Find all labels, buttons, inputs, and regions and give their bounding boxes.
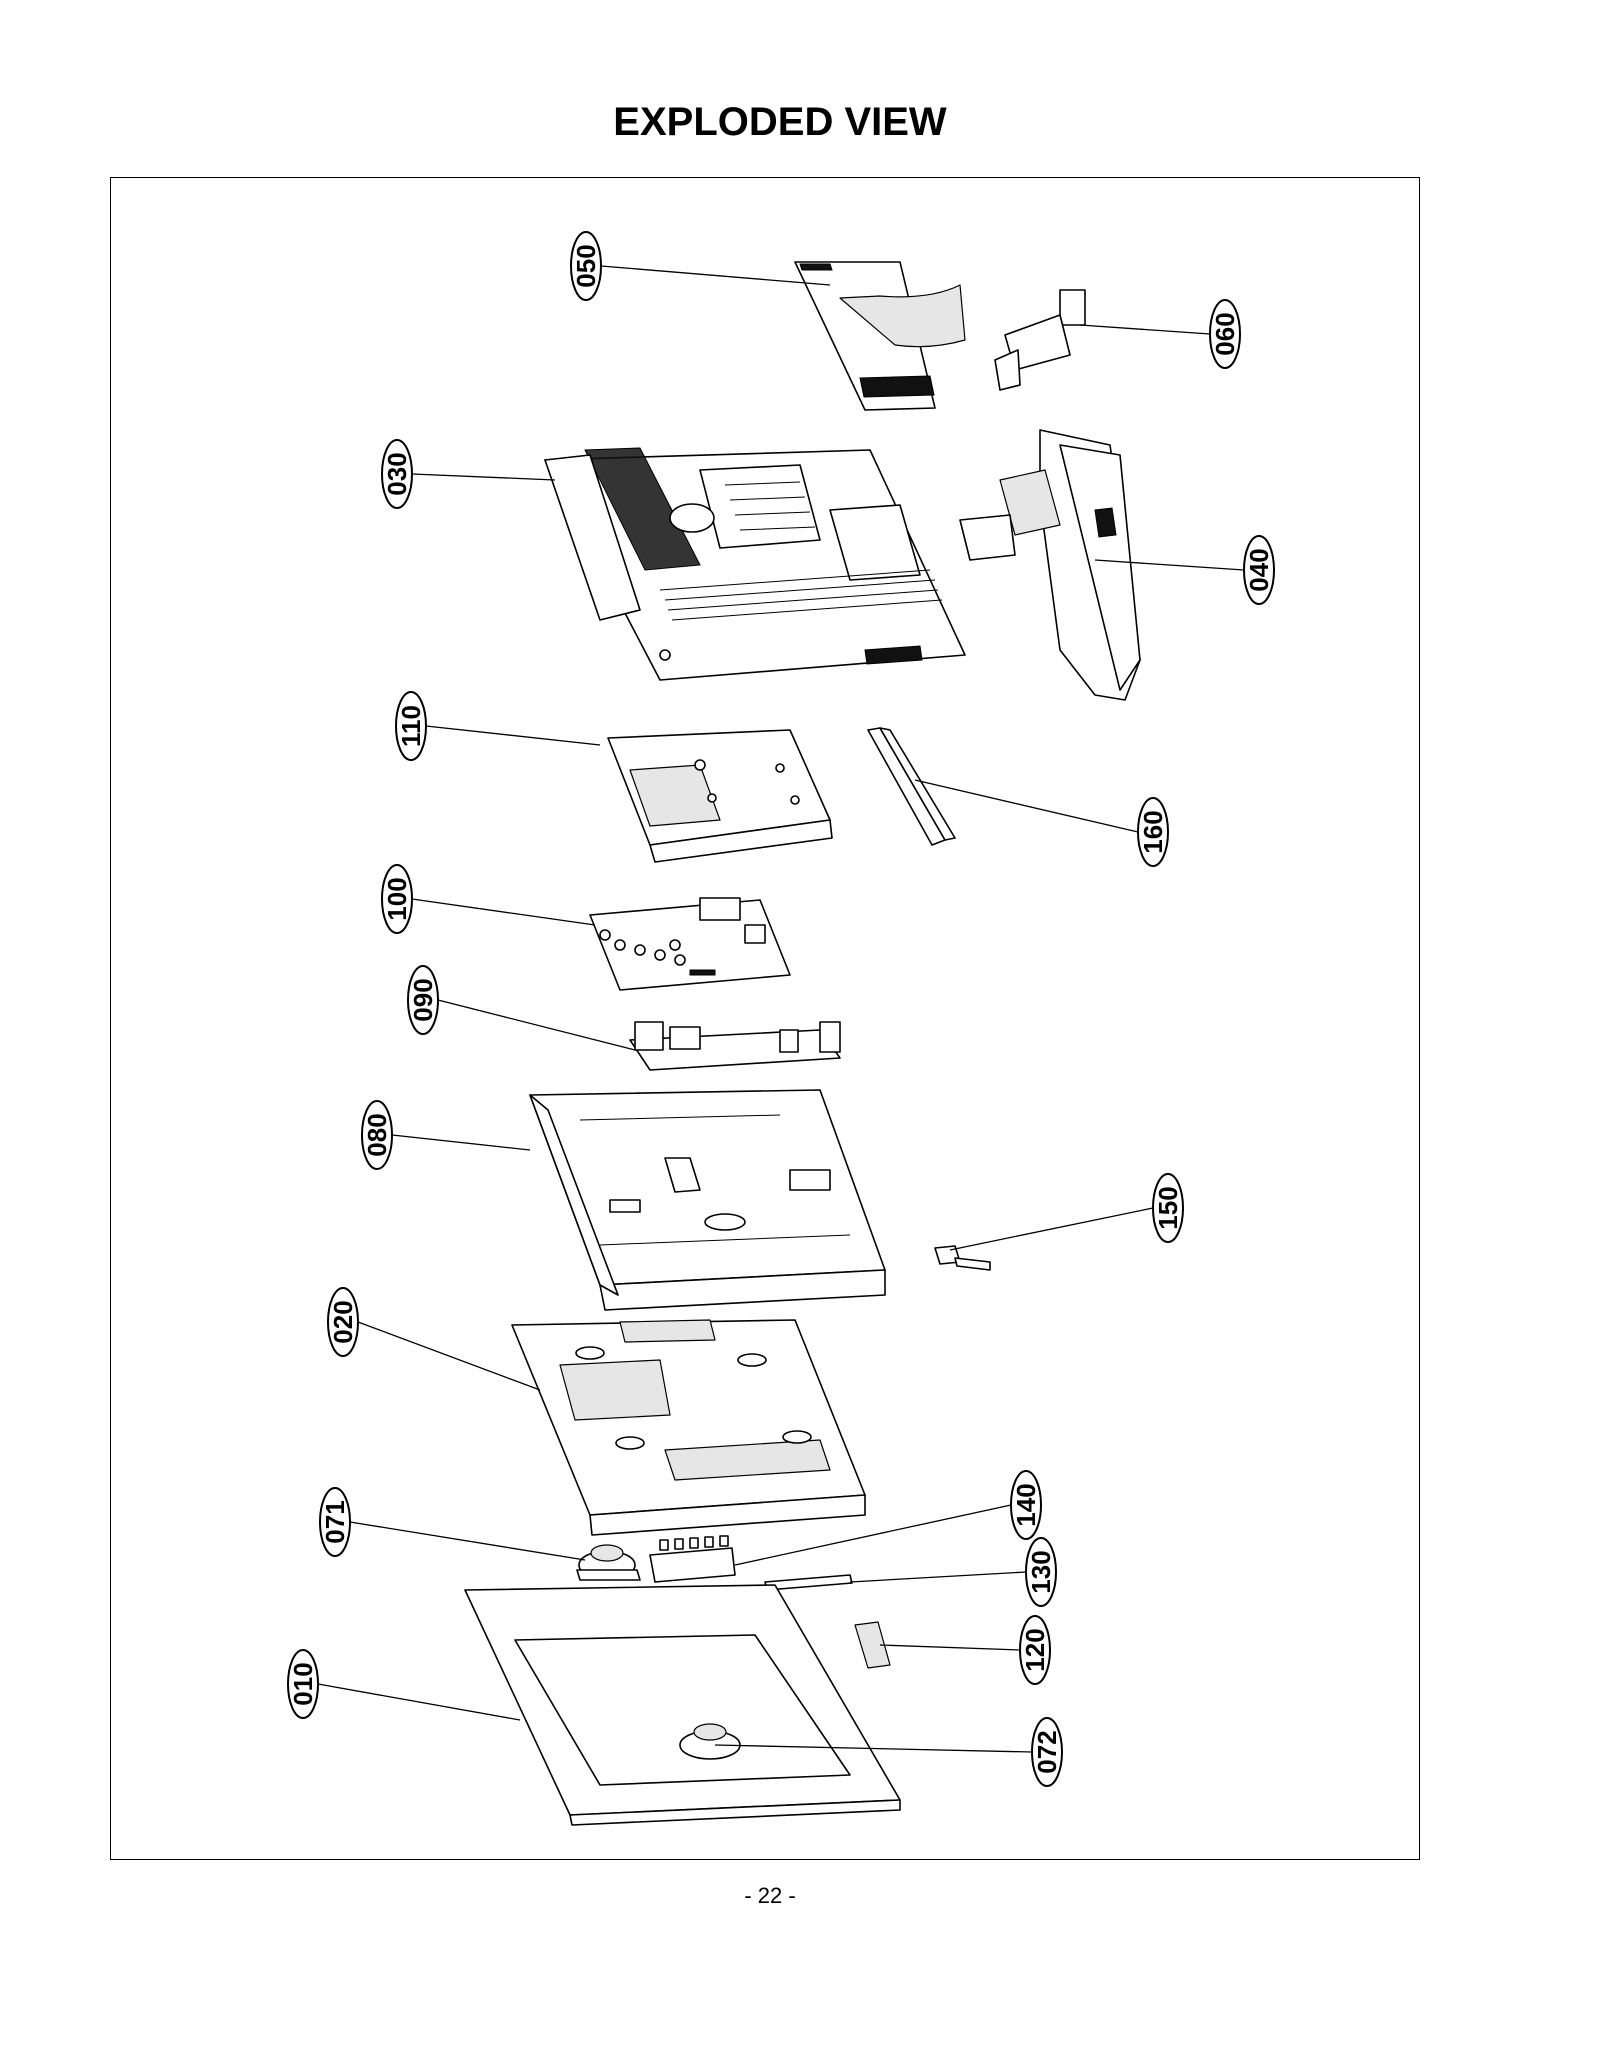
callout-110: 110 — [395, 691, 427, 761]
part-130-drawing — [764, 1574, 853, 1591]
part-040-drawing — [959, 429, 1141, 701]
part-100-drawing — [589, 897, 791, 991]
label-010: 010 — [288, 1662, 318, 1705]
callout-071: 071 — [319, 1487, 351, 1557]
part-160-drawing — [867, 727, 956, 846]
part-090-drawing — [629, 1021, 841, 1071]
callout-150: 150 — [1152, 1173, 1184, 1243]
callout-050: 050 — [570, 231, 602, 301]
part-110-drawing — [607, 729, 833, 863]
part-080-drawing — [529, 1089, 886, 1311]
part-071-drawing — [576, 1544, 641, 1581]
label-100: 100 — [382, 877, 412, 920]
label-072: 072 — [1032, 1730, 1062, 1773]
callout-072: 072 — [1031, 1717, 1063, 1787]
callout-020: 020 — [327, 1287, 359, 1357]
callout-100: 100 — [381, 864, 413, 934]
label-020: 020 — [328, 1300, 358, 1343]
callout-030: 030 — [381, 439, 413, 509]
label-071: 071 — [320, 1500, 350, 1543]
label-040: 040 — [1244, 548, 1274, 591]
callout-130: 130 — [1025, 1537, 1057, 1607]
callout-060: 060 — [1209, 299, 1241, 369]
callout-010: 010 — [287, 1649, 319, 1719]
label-060: 060 — [1210, 312, 1240, 355]
part-010-drawing — [464, 1584, 901, 1826]
leader-lines — [317, 265, 1245, 1753]
label-130: 130 — [1026, 1550, 1056, 1593]
label-120: 120 — [1020, 1628, 1050, 1671]
part-050-drawing — [794, 261, 966, 411]
label-080: 080 — [362, 1113, 392, 1156]
callout-120: 120 — [1019, 1615, 1051, 1685]
label-050: 050 — [571, 244, 601, 287]
callout-140: 140 — [1010, 1470, 1042, 1540]
label-030: 030 — [382, 452, 412, 495]
callout-040: 040 — [1243, 535, 1275, 605]
diagram-frame — [110, 177, 1420, 1860]
part-060-drawing — [994, 289, 1086, 391]
label-110: 110 — [396, 705, 426, 747]
callout-090: 090 — [407, 965, 439, 1035]
callout-080: 080 — [361, 1100, 393, 1170]
page-title: EXPLODED VIEW — [613, 100, 947, 144]
part-020-drawing — [511, 1319, 866, 1536]
label-140: 140 — [1011, 1483, 1041, 1526]
part-120-drawing — [854, 1621, 891, 1669]
part-150-drawing — [934, 1245, 991, 1271]
page-number: - 22 - — [744, 1883, 796, 1908]
label-090: 090 — [408, 978, 438, 1021]
part-140-drawing — [649, 1535, 736, 1583]
label-150: 150 — [1153, 1186, 1183, 1229]
part-030-drawing — [544, 447, 966, 681]
label-160: 160 — [1138, 810, 1168, 853]
callout-160: 160 — [1137, 797, 1169, 867]
